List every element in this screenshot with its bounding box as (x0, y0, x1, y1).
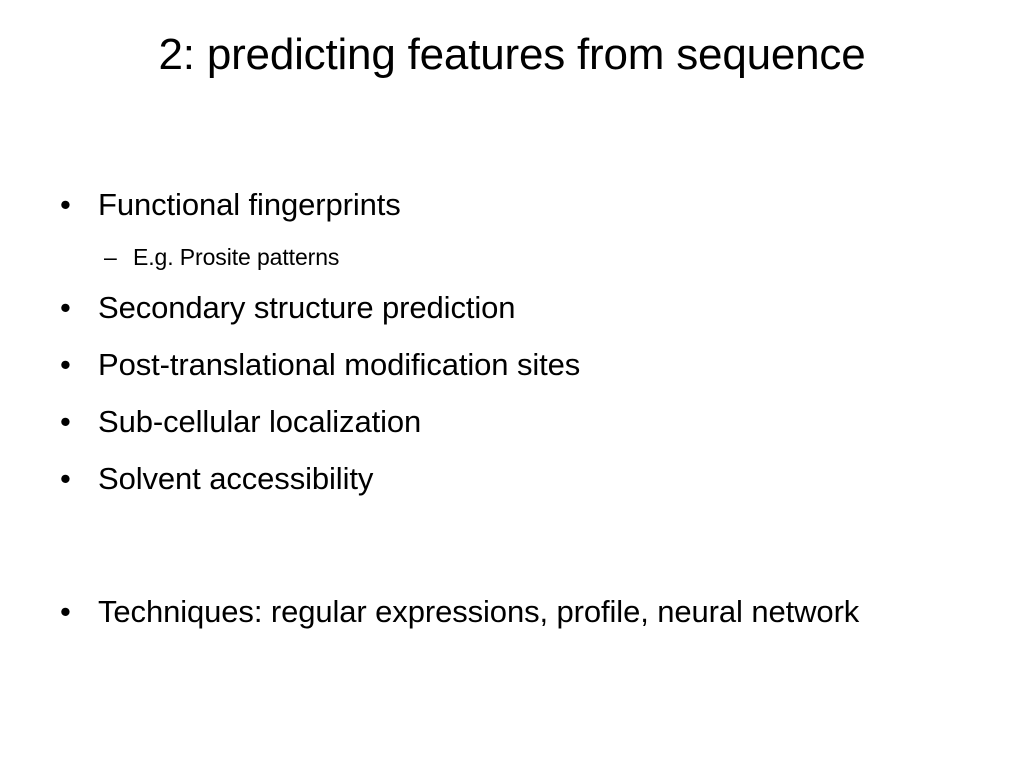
bullet-marker-icon: • (60, 404, 71, 439)
sub-bullet-item: – E.g. Prosite patterns (52, 243, 972, 272)
bullet-text: Secondary structure prediction (98, 290, 516, 325)
slide-body: • Functional fingerprints – E.g. Prosite… (52, 186, 972, 631)
bullet-text: Post-translational modification sites (98, 347, 581, 382)
bullet-text: Sub-cellular localization (98, 404, 422, 439)
slide-title: 2: predicting features from sequence (158, 30, 866, 79)
bullet-marker-icon: • (60, 290, 71, 325)
bullet-text: Functional fingerprints (98, 187, 401, 222)
bullet-marker-icon: • (60, 594, 71, 629)
bullet-item: • Functional fingerprints (52, 186, 972, 224)
sub-bullet-text: E.g. Prosite patterns (133, 244, 340, 270)
bullet-text: Solvent accessibility (98, 461, 374, 496)
bullet-item: • Secondary structure prediction (52, 289, 972, 327)
bullet-marker-icon: • (60, 461, 71, 496)
bullet-item: • Solvent accessibility (52, 460, 972, 498)
blank-line (52, 517, 972, 593)
bullet-item: • Post-translational modification sites (52, 346, 972, 384)
dash-marker-icon: – (104, 244, 117, 270)
bullet-text: Techniques: regular expressions, profile… (98, 594, 860, 629)
bullet-item: • Sub-cellular localization (52, 403, 972, 441)
bullet-item: • Techniques: regular expressions, profi… (52, 593, 972, 631)
bullet-marker-icon: • (60, 187, 71, 222)
bullet-marker-icon: • (60, 347, 71, 382)
